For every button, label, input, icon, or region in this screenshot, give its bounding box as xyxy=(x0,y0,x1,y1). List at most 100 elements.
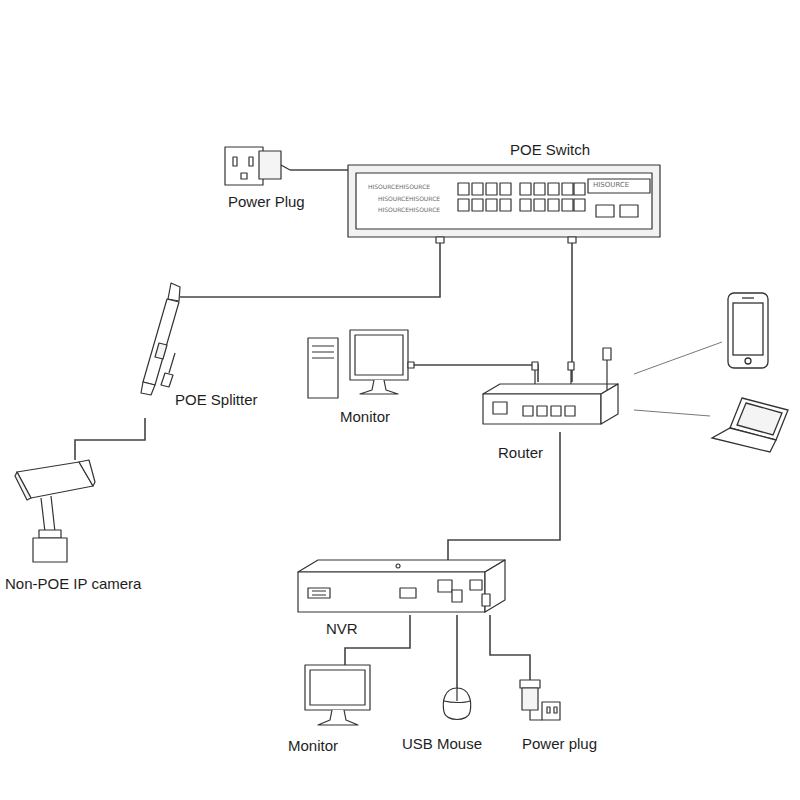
outline xyxy=(458,199,469,211)
outline xyxy=(396,564,400,568)
device-label: POE Splitter xyxy=(175,391,258,408)
outline xyxy=(225,147,263,185)
outline xyxy=(483,394,601,424)
outline xyxy=(603,348,611,360)
outline xyxy=(312,591,326,595)
outline xyxy=(548,199,559,211)
outline xyxy=(568,362,574,370)
outline xyxy=(537,406,547,416)
outline xyxy=(562,183,573,195)
outline xyxy=(534,199,545,211)
outline xyxy=(522,688,538,710)
outline xyxy=(400,588,416,598)
outline xyxy=(15,472,31,500)
device-label: Monitor xyxy=(288,737,338,754)
power-adapter: Power plug xyxy=(510,680,560,722)
outline xyxy=(483,384,618,394)
usb-mouse-drawing xyxy=(440,688,475,725)
outline xyxy=(574,183,585,195)
outline xyxy=(350,330,408,380)
outline xyxy=(547,707,550,713)
outline xyxy=(318,710,358,725)
outline xyxy=(486,199,497,211)
outline xyxy=(355,335,403,375)
outline xyxy=(161,373,173,387)
outline xyxy=(520,680,540,688)
power-outlet-drawing xyxy=(225,145,290,187)
router-drawing xyxy=(483,382,618,432)
outline xyxy=(548,183,559,195)
poe-switch: POE Switch xyxy=(348,165,660,237)
outline xyxy=(168,283,180,301)
device-label: NVR xyxy=(326,620,358,637)
outline xyxy=(486,183,497,195)
outline xyxy=(233,157,237,166)
outline xyxy=(493,402,507,414)
pc-monitor: Monitor xyxy=(308,330,410,400)
poe-splitter: POE Splitter xyxy=(135,283,180,418)
cable xyxy=(75,418,145,460)
nvr: NVR xyxy=(298,560,505,615)
nvr-monitor: Monitor xyxy=(300,665,375,728)
outline xyxy=(143,299,179,385)
outline xyxy=(79,460,95,486)
outline xyxy=(500,199,511,211)
outline xyxy=(141,382,155,395)
outline xyxy=(155,343,167,359)
outline xyxy=(620,205,638,217)
outline xyxy=(542,702,560,720)
outline xyxy=(520,183,531,195)
outline xyxy=(443,688,470,720)
outline xyxy=(520,199,531,211)
outline xyxy=(523,406,533,416)
outline xyxy=(472,183,483,195)
outline xyxy=(169,353,175,373)
device-label: POE Switch xyxy=(510,141,590,158)
ip-camera-drawing xyxy=(15,460,95,565)
pc-monitor-drawing xyxy=(308,330,410,400)
usb-mouse: USB Mouse xyxy=(440,688,475,725)
outline xyxy=(305,665,370,710)
cable xyxy=(410,365,538,382)
outline xyxy=(601,384,618,424)
cable xyxy=(290,169,348,171)
device-label: Non-POE IP camera xyxy=(5,575,141,592)
outline xyxy=(308,588,330,598)
outline xyxy=(532,362,538,370)
outline xyxy=(408,362,414,368)
outline xyxy=(33,538,67,562)
phone-icon xyxy=(728,293,768,368)
outline xyxy=(39,530,61,538)
outline xyxy=(356,173,652,229)
outline xyxy=(565,406,575,416)
outline xyxy=(438,580,452,592)
nvr-drawing xyxy=(298,560,505,615)
outline xyxy=(312,346,334,358)
cable xyxy=(571,237,573,382)
laptop-icon xyxy=(712,398,788,452)
outline xyxy=(452,590,462,602)
outline xyxy=(472,199,483,211)
outline xyxy=(596,205,614,217)
outline xyxy=(308,338,338,398)
cable xyxy=(490,615,530,680)
outline xyxy=(535,368,571,384)
outline xyxy=(360,380,398,394)
outline xyxy=(41,496,55,532)
cable xyxy=(448,432,560,560)
cable xyxy=(456,615,458,688)
outline xyxy=(482,594,490,606)
router: Router xyxy=(483,382,618,432)
outline xyxy=(568,237,576,243)
wireless-link xyxy=(634,342,722,374)
outline xyxy=(444,688,470,703)
device-label: Router xyxy=(498,444,543,461)
outline xyxy=(458,183,469,195)
outline xyxy=(562,199,573,211)
device-label: Monitor xyxy=(340,408,390,425)
power-adapter-drawing xyxy=(510,680,560,722)
wireless-link xyxy=(634,410,710,416)
outline xyxy=(436,237,444,243)
